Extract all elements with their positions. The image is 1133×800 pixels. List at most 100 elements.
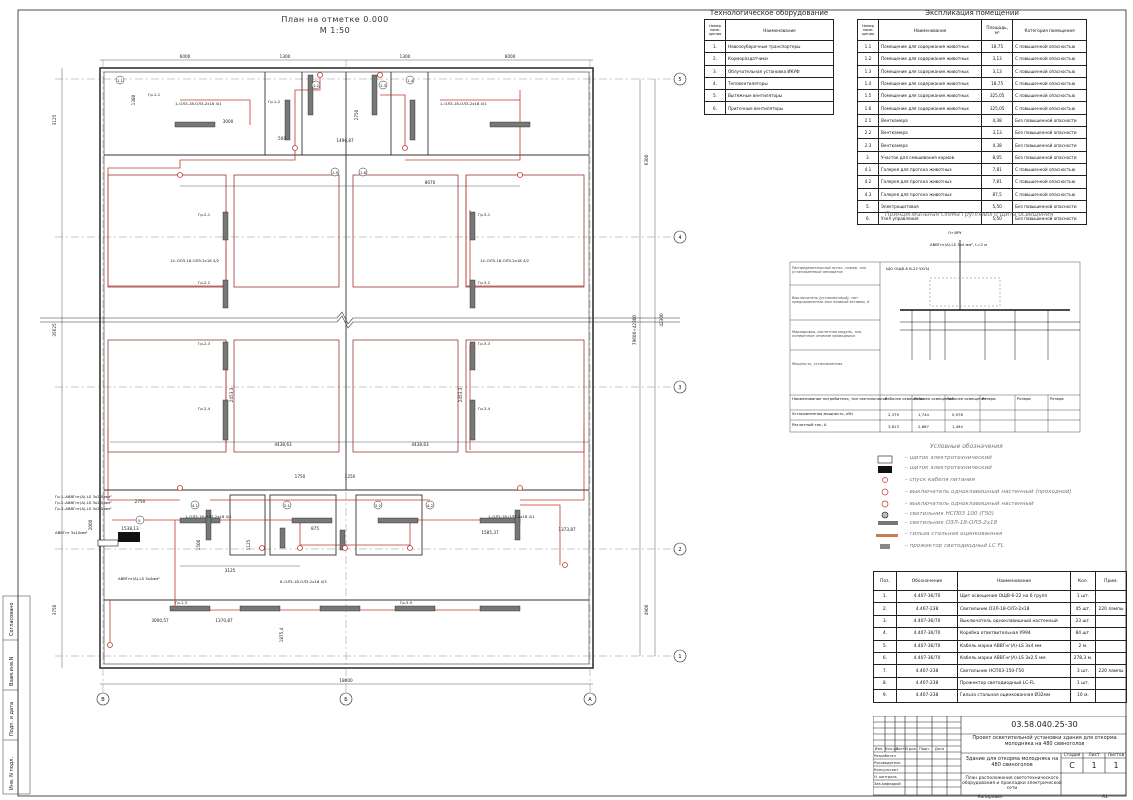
- table-cell: Кабель марки АВВГнг(А)-LS 3х4 мм: [957, 639, 1071, 653]
- lamp-fixture: [291, 517, 333, 524]
- table-cell: 3,13: [981, 64, 1014, 78]
- schematic-val: 0,976: [952, 412, 963, 417]
- room-label: 1.4: [407, 78, 414, 83]
- cable-label: 1–ОЛЗ-18-ОЛЗ-2х18 4/1: [440, 101, 487, 106]
- schematic-col: Рабочее освещение: [885, 396, 925, 401]
- table-cell: Венткамера: [877, 138, 983, 152]
- schematic-row2: Установленная мощность, кВт: [792, 411, 854, 416]
- axis-markers: [96, 72, 687, 706]
- dim-misc: 1750: [295, 474, 306, 479]
- table-cell: 4.: [873, 627, 897, 641]
- col-header: Прим.: [1095, 571, 1127, 591]
- table-cell: 4,38: [981, 113, 1014, 128]
- table-cell: 4.: [704, 76, 726, 91]
- table-cell: С повышенной опасностью: [1012, 101, 1087, 115]
- schematic-cable: АВВГнг(А)-LS 3х4 мм², L=2 м: [930, 242, 987, 247]
- table-cell: Без повышенной опасности: [1012, 212, 1087, 226]
- table-cell: 4.407-238: [896, 689, 958, 703]
- lamp-fixture: [205, 509, 212, 541]
- table-cell: С повышенной опасностью: [1012, 64, 1087, 78]
- dim-misc: 2750: [135, 499, 146, 504]
- feeder-label: Гр.1–АВВГнг(А)-LS 3х2,5 мм²: [55, 494, 112, 499]
- panel-filled-symbol-icon: [878, 466, 892, 473]
- dim-misc: 2453,3: [458, 387, 463, 402]
- dim-right-1: 6300: [644, 154, 649, 165]
- lamp-label: Гр.2-2: [198, 280, 211, 285]
- legend-symbols: [876, 455, 898, 549]
- sheet-frame: [17, 9, 1127, 797]
- lamp-fixture: [179, 517, 221, 524]
- feeder-label: Гр.3–АВВГнг(А)-LS 3х2,5 мм²: [55, 506, 112, 511]
- stamp-role: Н. контроль: [874, 775, 897, 779]
- stamp-col-header: N док.: [905, 747, 917, 751]
- table-cell: 5,50: [981, 199, 1014, 214]
- table-cell: [1095, 589, 1127, 604]
- table-cell: Без повышенной опасности: [1012, 150, 1087, 164]
- distribution-board: [97, 532, 140, 547]
- table-cell: Щит освещения ОЩВ-6-22 на 6 групп: [957, 589, 1071, 604]
- dim-misc: 1538,13: [121, 526, 139, 531]
- col-header: Категория помещения: [1012, 19, 1087, 41]
- table-cell: 6.: [704, 101, 726, 115]
- cable-label: 1–ОЛЗ-18-ОЛЗ-2х18 4/1: [185, 514, 232, 519]
- table-cell: 45 шт.: [1070, 602, 1096, 616]
- dim-misc: 4438,63: [411, 442, 429, 447]
- sheet-title: План расположения светотехнического обор…: [962, 776, 1062, 791]
- table-cell: 5.: [873, 639, 897, 653]
- table-cell: 4.407-36/70: [896, 639, 958, 653]
- table-row: 2.Кормораздатчики: [704, 52, 834, 66]
- rooms-title: Экспликация помещений: [925, 9, 1019, 17]
- table-cell: 4.1: [857, 162, 879, 177]
- table-cell: С повышенной опасностью: [1012, 39, 1087, 54]
- table-cell: 1.4: [857, 76, 879, 91]
- sheets-header: Листов: [1107, 753, 1125, 758]
- table-cell: 18,75: [981, 76, 1014, 91]
- schematic-val: 1,744: [918, 412, 929, 417]
- table-cell: Без повышенной опасности: [1012, 199, 1087, 214]
- table-cell: 3,13: [981, 126, 1014, 140]
- lamp-fixture: [371, 74, 378, 116]
- table-cell: 4.467-238: [896, 602, 958, 616]
- room-label: 1.5: [332, 170, 339, 175]
- stamp-col-header: Подп.: [919, 747, 930, 751]
- project-title: Проект осветительной установки здания дл…: [972, 735, 1117, 747]
- feeder-label: Гр.2–АВВГнг(А)-LS 3х2,5 мм²: [55, 500, 112, 505]
- plan-scale: М 1:50: [319, 26, 351, 35]
- lamp-fixture: [284, 99, 291, 141]
- legend-item: – гильза стальная оцинкованная: [905, 531, 1003, 537]
- dim-misc: 1370,87: [215, 618, 233, 623]
- table-cell: 5.: [857, 199, 879, 214]
- room-label: 1.1: [117, 78, 124, 83]
- dim-misc: 3000,57: [151, 618, 169, 623]
- table-row: 6.Приточные вентиляторы: [704, 101, 834, 115]
- table-cell: Выключатель одноклавишный настенный: [957, 614, 1071, 629]
- table-row: 3.Облучательная установка ИКУФ: [704, 64, 834, 78]
- table-cell: 1.6: [857, 101, 879, 115]
- table-cell: 8.: [873, 676, 897, 691]
- schematic-col: Резерв: [1017, 396, 1031, 401]
- table-cell: 2.: [873, 602, 897, 616]
- axis-col-b: Б: [344, 697, 348, 703]
- dimension-lines: [61, 59, 656, 685]
- legend-item: – щиток электротехнический: [905, 465, 992, 471]
- table-cell: 1 шт.: [1070, 676, 1096, 691]
- table-cell: Гильза стальная оцинкованная Ø32мм: [957, 689, 1071, 703]
- feeder-label: АВВГнг(А)-LS 3х4мм²: [118, 576, 160, 581]
- lamp-label: Гр.3-2: [478, 280, 491, 285]
- sheets-value: 1: [1113, 761, 1119, 770]
- table-cell: 7,81: [981, 162, 1014, 177]
- table-cell: Электрощитовая: [877, 199, 983, 214]
- table-row: 5.Вытяжные вентиляторы: [704, 89, 834, 103]
- dim-top-2: 1300: [280, 54, 291, 59]
- axis-col-v: В: [101, 697, 105, 703]
